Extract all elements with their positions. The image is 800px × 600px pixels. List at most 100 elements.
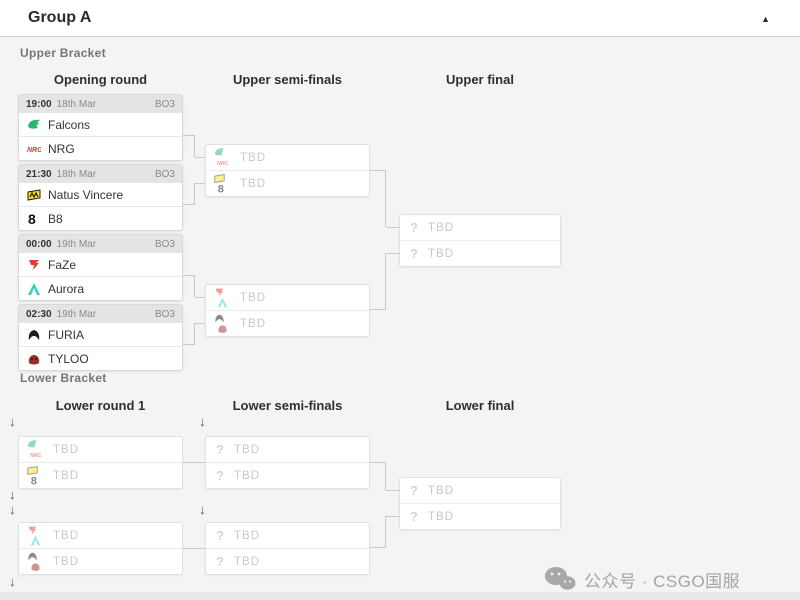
column-header-lower-round-1: Lower round 1: [55, 398, 146, 413]
svg-text:8: 8: [28, 212, 36, 226]
bracket-connector: [386, 516, 399, 517]
tbd-label: TBD: [428, 510, 454, 523]
bracket-connector: [183, 548, 205, 549]
team-name: NRG: [48, 141, 75, 156]
tbd-label: TBD: [428, 247, 454, 260]
svg-text:NRG: NRG: [30, 452, 41, 458]
faze-logo: [29, 259, 39, 270]
b8-logo: 8: [31, 475, 37, 486]
team-row-faze[interactable]: FaZe: [19, 253, 182, 276]
match-furia-tyloo: 02:30 19th Mar BO3 FURIA TYLOO: [18, 304, 183, 371]
bracket-connector: [386, 490, 399, 491]
lower-semifinal-1: ? TBD ? TBD: [205, 436, 370, 489]
bracket-connector: [195, 323, 205, 324]
tbd-label: TBD: [234, 555, 260, 568]
group-header-bar: Group A ▲: [0, 0, 800, 37]
match-header: 02:30 19th Mar BO3: [19, 305, 182, 323]
team-name: Natus Vincere: [48, 187, 124, 202]
bracket-connector: [386, 253, 399, 254]
drop-down-arrow-icon: ↓: [199, 502, 206, 517]
tbd-slot: ? TBD: [206, 437, 369, 462]
tbd-label: TBD: [53, 529, 79, 542]
footer-strip: [0, 592, 800, 600]
watermark: 公众号 · CSGO国服: [544, 566, 740, 592]
bracket-connector: [386, 227, 399, 228]
furia-logo: [28, 552, 37, 560]
bracket-connector: [183, 275, 195, 297]
match-header: 00:00 19th Mar BO3: [19, 235, 182, 253]
tbd-label: TBD: [234, 443, 260, 456]
match-header: 21:30 18th Mar BO3: [19, 165, 182, 183]
tbd-label: TBD: [53, 469, 79, 482]
team-name: FaZe: [48, 257, 77, 272]
question-mark-icon: ?: [216, 528, 224, 543]
collapse-toggle-button[interactable]: ▲: [755, 0, 776, 36]
tbd-slot: ? TBD: [400, 240, 560, 266]
svg-text:8: 8: [31, 475, 37, 486]
bracket-connector: [183, 323, 195, 345]
match-falcons-nrg: 19:00 18th Mar BO3 Falcons NRG NRG: [18, 94, 183, 161]
tbd-slot: TBD: [206, 310, 369, 336]
team-row-nrg[interactable]: NRG NRG: [19, 136, 182, 160]
drop-down-arrow-icon: ↓: [9, 574, 16, 589]
upper-semifinal-1: NRG TBD 8 TBD: [205, 144, 370, 197]
bracket-connector: [183, 135, 195, 157]
tbd-label: TBD: [428, 484, 454, 497]
drop-down-arrow-icon: ↓: [9, 502, 16, 517]
group-title: Group A: [28, 9, 92, 26]
match-faze-aurora: 00:00 19th Mar BO3 FaZe Aurora: [18, 234, 183, 301]
lower-round1-match-2: TBD TBD: [18, 522, 183, 575]
team-row-aurora[interactable]: Aurora: [19, 276, 182, 300]
team-name: Aurora: [48, 281, 85, 296]
match-format: BO3: [154, 98, 175, 110]
match-header: 19:00 18th Mar BO3: [19, 95, 182, 113]
falcons-logo: [214, 147, 225, 155]
tbd-slot: ? TBD: [400, 503, 560, 529]
team-row-falcons[interactable]: Falcons: [19, 113, 182, 136]
tyloo-logo: [218, 324, 227, 333]
tbd-slot: NRG TBD: [206, 145, 369, 170]
b8-logo: 8: [28, 212, 36, 226]
navi-logo: [214, 173, 225, 183]
team-row-navi[interactable]: Natus Vincere: [19, 183, 182, 206]
bracket-connector: [370, 516, 386, 548]
tbd-slot: 8 TBD: [206, 170, 369, 196]
column-header-opening-round: Opening round: [53, 72, 148, 87]
team-row-b8[interactable]: 8 B8: [19, 206, 182, 230]
team-row-tyloo[interactable]: TYLOO: [19, 346, 182, 370]
tbd-label: TBD: [240, 151, 266, 164]
tyloo-logo: [31, 562, 40, 571]
aurora-logo: [28, 282, 40, 295]
upper-semifinal-2: TBD TBD: [205, 284, 370, 337]
bracket-connector: [370, 253, 386, 310]
match-date: 19th Mar: [56, 238, 97, 250]
tbd-slot: 8 TBD: [19, 462, 182, 488]
question-mark-icon: ?: [216, 468, 224, 483]
upper-bracket-label: Upper Bracket: [20, 46, 106, 60]
svg-text:NRG: NRG: [27, 147, 41, 154]
tyloo-logo: [28, 354, 40, 364]
question-mark-icon: ?: [410, 483, 418, 498]
drop-down-arrow-icon: ↓: [9, 414, 16, 429]
team-row-furia[interactable]: FURIA: [19, 323, 182, 346]
svg-text:NRG: NRG: [217, 160, 228, 166]
question-mark-icon: ?: [410, 246, 418, 261]
bracket-connector: [183, 183, 195, 205]
tbd-slot: ? TBD: [206, 548, 369, 574]
caret-up-icon: ▲: [761, 14, 770, 24]
match-format: BO3: [154, 308, 175, 320]
tbd-slot: ? TBD: [400, 215, 560, 240]
match-navi-b8: 21:30 18th Mar BO3 Natus Vincere 8 B8: [18, 164, 183, 231]
tbd-label: TBD: [53, 555, 79, 568]
faze-logo: [215, 288, 224, 296]
match-format: BO3: [154, 168, 175, 180]
question-mark-icon: ?: [216, 554, 224, 569]
tbd-label: TBD: [240, 177, 266, 190]
nrg-logo: NRG: [217, 160, 228, 166]
lower-semifinal-2: ? TBD ? TBD: [205, 522, 370, 575]
falcons-logo: [28, 119, 40, 129]
wechat-icon: [545, 567, 576, 590]
match-time: 21:30: [26, 168, 52, 180]
match-date: 19th Mar: [56, 308, 97, 320]
